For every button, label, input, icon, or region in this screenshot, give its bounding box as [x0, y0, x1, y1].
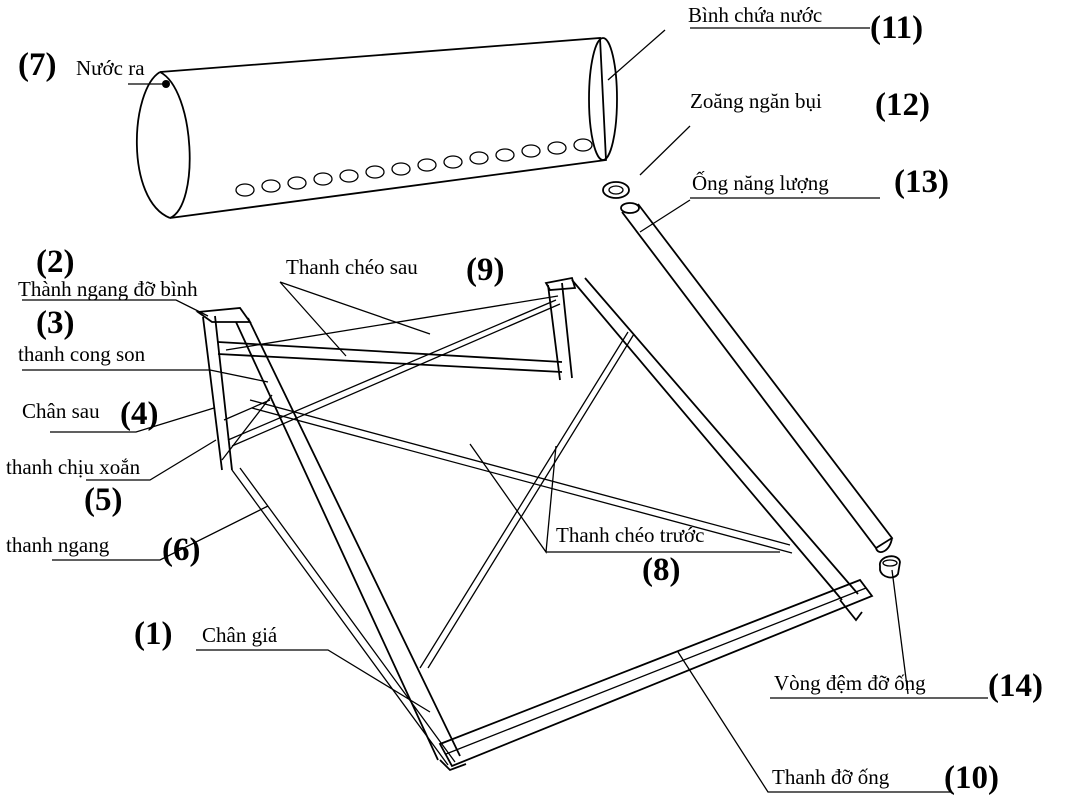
callout-2: (2) Thành ngang đỡ bình [18, 244, 198, 301]
callout-11: Bình chứa nước (11) [688, 3, 923, 46]
callout-9-label: Thanh chéo sau [286, 255, 418, 279]
callout-10: Thanh đỡ ống (10) [772, 760, 999, 796]
callout-12-number: (12) [875, 87, 930, 123]
callout-12: Zoăng ngăn bụi (12) [690, 87, 930, 123]
callout-14-number: (14) [988, 668, 1043, 704]
callout-8-label: Thanh chéo trước [556, 523, 704, 547]
callout-6-label: thanh ngang [6, 533, 110, 557]
callout-1-number: (1) [134, 616, 172, 652]
callout-5-label: thanh chịu xoắn [6, 455, 141, 479]
callout-4-number: (4) [120, 396, 158, 432]
callout-7: (7) Nước ra [18, 47, 145, 83]
callout-10-label: Thanh đỡ ống [772, 765, 890, 789]
callout-9: Thanh chéo sau (9) [286, 252, 504, 288]
callout-14-label: Vòng đệm đỡ ống [774, 671, 926, 695]
callout-9-number: (9) [466, 252, 504, 288]
callout-2-label: Thành ngang đỡ bình [18, 277, 198, 301]
callout-12-label: Zoăng ngăn bụi [690, 89, 822, 113]
tube-support-ring [879, 555, 901, 579]
callout-3-label: thanh cong son [18, 342, 146, 366]
callout-4: Chân sau (4) [22, 396, 158, 432]
callout-3-number: (3) [36, 305, 74, 341]
callout-13-number: (13) [894, 164, 949, 200]
frame [195, 276, 874, 772]
callout-7-label: Nước ra [76, 56, 145, 80]
callout-1-label: Chân giá [202, 623, 278, 647]
energy-tube [620, 202, 894, 553]
callout-8-number: (8) [642, 552, 680, 588]
callout-8: Thanh chéo trước (8) [556, 523, 704, 588]
callout-11-label: Bình chứa nước [688, 3, 822, 27]
callout-7-number: (7) [18, 47, 56, 83]
water-tank [135, 37, 618, 219]
callout-5-number: (5) [84, 482, 122, 518]
leader-lines [22, 27, 988, 793]
callout-3: (3) thanh cong son [18, 305, 146, 366]
callout-13: Ống năng lượng (13) [692, 164, 949, 200]
callout-6: thanh ngang (6) [6, 532, 200, 568]
callout-13-label: Ống năng lượng [692, 171, 829, 195]
callout-11-number: (11) [870, 10, 923, 46]
callout-14: Vòng đệm đỡ ống (14) [774, 668, 1043, 704]
callout-6-number: (6) [162, 532, 200, 568]
callout-10-number: (10) [944, 760, 999, 796]
callout-4-label: Chân sau [22, 399, 100, 423]
callout-5: thanh chịu xoắn (5) [6, 455, 141, 518]
callout-1: (1) Chân giá [134, 616, 278, 652]
tank-holes [235, 138, 593, 197]
dust-seal [602, 181, 630, 199]
callout-2-number: (2) [36, 244, 74, 280]
